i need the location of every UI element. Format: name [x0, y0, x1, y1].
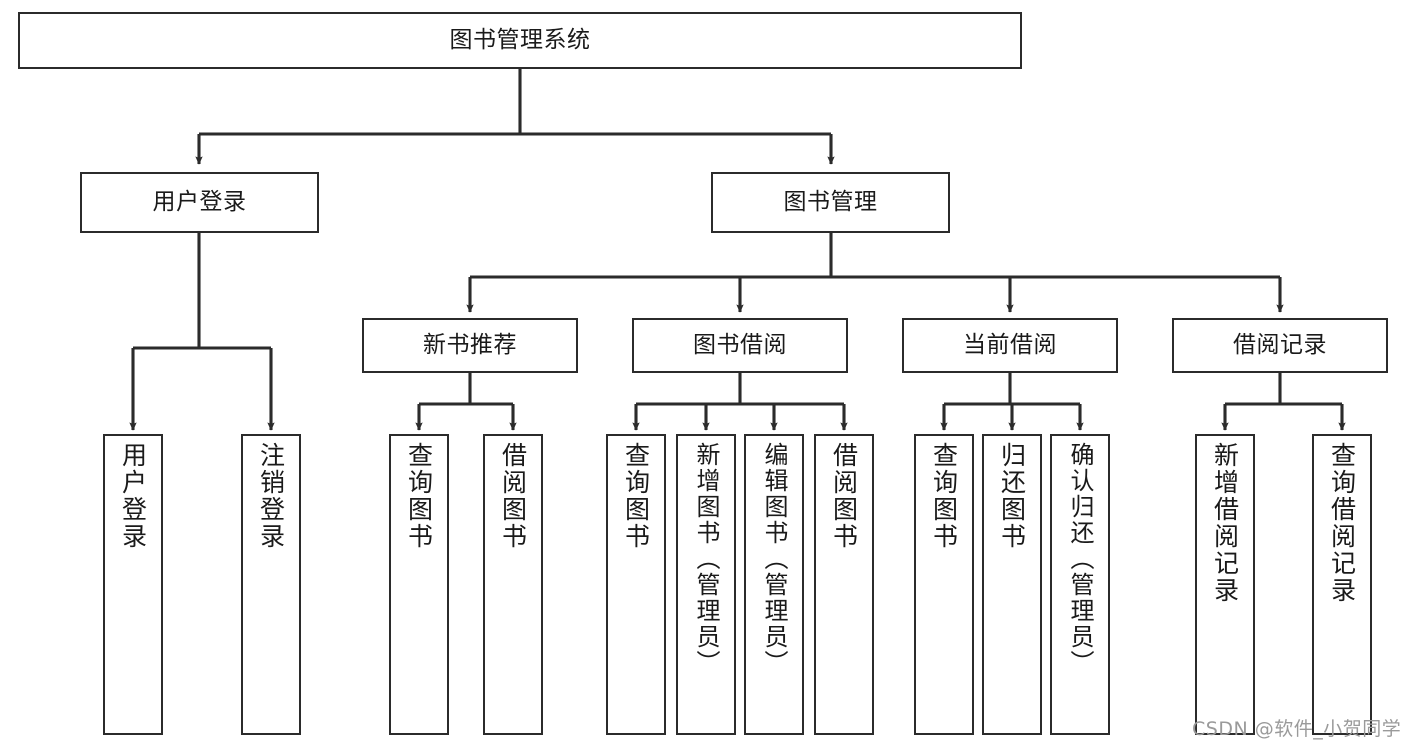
leaf-edit-book[interactable]: 编辑图书（管理员）: [744, 434, 804, 735]
leaf-return-book[interactable]: 归还图书: [982, 434, 1042, 735]
node-new-book-recommend-label: 新书推荐: [423, 331, 517, 358]
leaf-query-record-label: 查询借阅记录: [1327, 442, 1357, 604]
node-new-book-recommend[interactable]: 新书推荐: [362, 318, 578, 373]
node-current-borrow[interactable]: 当前借阅: [902, 318, 1118, 373]
leaf-query-record[interactable]: 查询借阅记录: [1312, 434, 1372, 735]
leaf-query-book-1-label: 查询图书: [404, 442, 434, 550]
leaf-borrow-book-1[interactable]: 借阅图书: [483, 434, 543, 735]
leaf-user-login-label: 用户登录: [118, 442, 148, 550]
leaf-add-book[interactable]: 新增图书（管理员）: [676, 434, 736, 735]
node-root-label: 图书管理系统: [449, 26, 591, 53]
node-current-borrow-label: 当前借阅: [963, 331, 1057, 358]
leaf-logout-login[interactable]: 注销登录: [241, 434, 301, 735]
node-book-borrow[interactable]: 图书借阅: [632, 318, 848, 373]
leaf-borrow-book-1-label: 借阅图书: [498, 442, 528, 550]
node-borrow-record[interactable]: 借阅记录: [1172, 318, 1388, 373]
node-book-borrow-label: 图书借阅: [693, 331, 787, 358]
leaf-query-book-1[interactable]: 查询图书: [389, 434, 449, 735]
leaf-return-book-label: 归还图书: [997, 442, 1027, 550]
leaf-borrow-book-2-label: 借阅图书: [829, 442, 859, 550]
leaf-add-record-label: 新增借阅记录: [1210, 442, 1240, 604]
leaf-confirm-return[interactable]: 确认归还（管理员）: [1050, 434, 1110, 735]
node-user-login[interactable]: 用户登录: [80, 172, 319, 233]
leaf-query-book-2[interactable]: 查询图书: [606, 434, 666, 735]
leaf-query-book-2-label: 查询图书: [621, 442, 651, 550]
node-book-manage[interactable]: 图书管理: [711, 172, 950, 233]
leaf-confirm-return-label: 确认归还（管理员）: [1066, 442, 1094, 676]
node-root[interactable]: 图书管理系统: [18, 12, 1022, 69]
leaf-query-book-3[interactable]: 查询图书: [914, 434, 974, 735]
node-book-manage-label: 图书管理: [783, 188, 878, 215]
leaf-borrow-book-2[interactable]: 借阅图书: [814, 434, 874, 735]
leaf-add-record[interactable]: 新增借阅记录: [1195, 434, 1255, 735]
node-user-login-label: 用户登录: [152, 188, 247, 215]
node-borrow-record-label: 借阅记录: [1233, 331, 1327, 358]
leaf-user-login[interactable]: 用户登录: [103, 434, 163, 735]
leaf-add-book-label: 新增图书（管理员）: [692, 442, 720, 676]
leaf-edit-book-label: 编辑图书（管理员）: [760, 442, 788, 676]
leaf-query-book-3-label: 查询图书: [929, 442, 959, 550]
leaf-logout-login-label: 注销登录: [256, 442, 286, 550]
